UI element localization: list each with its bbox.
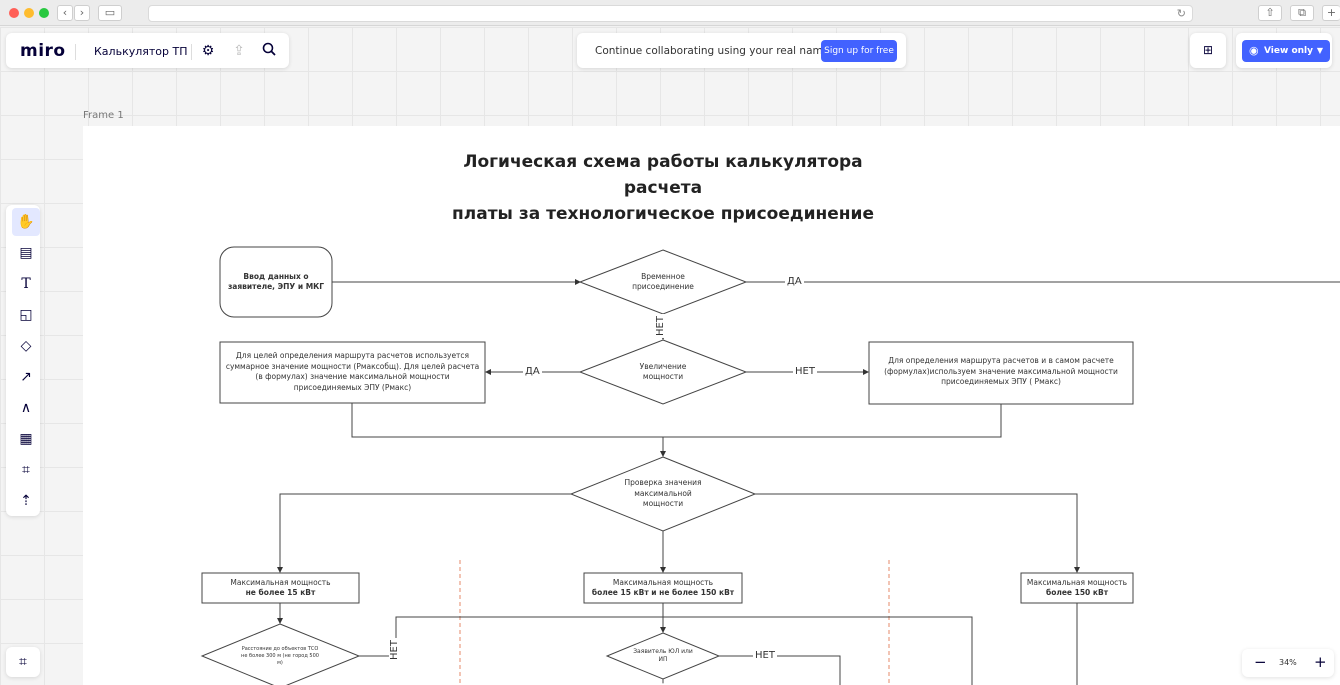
box-15-text: Максимальная мощность не более 15 кВт <box>204 575 357 601</box>
left-box-text: Для целей определения маршрута расчетов … <box>225 351 480 392</box>
sidebar-toggle-button[interactable]: ▭ <box>98 5 122 21</box>
tabs-button[interactable]: ⧉ <box>1290 5 1314 21</box>
flowchart <box>200 246 1340 685</box>
box-150-line-1: Максимальная мощность <box>612 577 714 587</box>
forward-button[interactable]: › <box>74 5 90 21</box>
divider <box>75 44 76 60</box>
board-canvas[interactable]: Frame 1 Логическая схема работы калькуля… <box>0 27 1340 685</box>
label-no-applicant: НЕТ <box>753 650 777 662</box>
maximize-window-button[interactable] <box>39 8 49 18</box>
right-header: ⊞ ◉ View only ▼ <box>1190 33 1332 68</box>
box-15-line-2: не более 15 кВт <box>245 588 316 597</box>
check-diamond-text: Проверка значения максимальной мощности <box>624 478 702 509</box>
frame-label[interactable]: Frame 1 <box>83 110 124 121</box>
box-over-150-line-1: Максимальная мощность <box>1026 577 1128 587</box>
frame-icon[interactable]: ⌗ <box>22 462 30 478</box>
search-icon[interactable] <box>260 42 278 60</box>
close-window-button[interactable] <box>9 8 19 18</box>
title-line-2: платы за технологическое присоединение <box>452 204 874 224</box>
upload-icon[interactable]: ⇡ <box>20 493 32 509</box>
label-yes-temp: ДА <box>785 276 804 288</box>
box-15-line-1: Максимальная мощность <box>230 577 331 587</box>
left-toolbar: ✋ ▤ T ◱ ◇ ↗ ∧ ▦ ⌗ ⇡ <box>6 205 40 516</box>
divider <box>191 44 192 60</box>
frame[interactable]: Логическая схема работы калькулятора рас… <box>83 126 1340 685</box>
minimize-window-button[interactable] <box>24 8 34 18</box>
board-header: miro Калькулятор ТП ⚙ ⇪ <box>6 33 289 68</box>
label-no-temp: НЕТ <box>654 314 667 338</box>
label-yes-increase: ДА <box>523 366 542 378</box>
box-over-150-line-2: более 150 кВт <box>1045 588 1109 597</box>
label-no-distance: НЕТ <box>388 638 401 662</box>
upload-icon[interactable]: ⇪ <box>233 43 245 59</box>
miro-logo[interactable]: miro <box>20 41 66 61</box>
zoom-out-button[interactable]: − <box>1254 653 1267 671</box>
board-title[interactable]: Калькулятор ТП <box>94 45 188 58</box>
frames-panel-button[interactable]: ⌗ <box>6 647 40 677</box>
input-box-text: Ввод данных о заявителе, ЭПУ и МКГ <box>227 271 325 292</box>
sticky-note-icon[interactable]: ◱ <box>19 307 33 323</box>
diagram-title: Логическая схема работы калькулятора рас… <box>433 149 893 227</box>
template-icon[interactable]: ▦ <box>19 431 33 447</box>
frame-list-icon: ⌗ <box>19 654 27 670</box>
collab-banner: Continue collaborating using your real n… <box>577 33 906 68</box>
box-150-text: Максимальная мощность более 15 кВт и не … <box>586 575 740 601</box>
box-150-line-2: более 15 кВт и не более 150 кВт <box>591 588 735 597</box>
gear-icon[interactable]: ⚙ <box>201 43 215 59</box>
distance-diamond <box>200 623 361 685</box>
apps-button[interactable]: ⊞ <box>1190 33 1226 68</box>
zoom-control: − 34% + <box>1242 649 1334 677</box>
sign-up-button[interactable]: Sign up for free <box>821 40 897 62</box>
share-button[interactable]: ⇧ <box>1258 5 1282 21</box>
increase-diamond <box>578 339 748 405</box>
address-bar[interactable]: ↻ <box>148 5 1193 22</box>
zoom-in-button[interactable]: + <box>1314 653 1327 671</box>
title-line-1: Логическая схема работы калькулятора рас… <box>463 152 863 198</box>
temp-diamond-text: Временное присоединение <box>632 271 694 292</box>
reload-icon[interactable]: ↻ <box>1176 7 1186 20</box>
increase-diamond-text: Увеличение мощности <box>639 361 687 382</box>
shapes-icon[interactable]: ◇ <box>20 338 32 354</box>
box-over-150-text: Максимальная мощность более 150 кВт <box>1021 575 1133 601</box>
chevron-down-icon: ▼ <box>1316 46 1323 55</box>
label-no-increase: НЕТ <box>793 366 817 378</box>
hand-icon[interactable]: ✋ <box>12 208 40 236</box>
text-icon[interactable]: T <box>21 276 31 292</box>
view-only-label: View only <box>1264 46 1313 56</box>
right-box-text: Для определения маршрута расчетов и в са… <box>884 356 1118 387</box>
collab-banner-text: Continue collaborating using your real n… <box>595 45 833 57</box>
apps-icon: ⊞ <box>1202 43 1214 57</box>
distance-diamond-text: Расстояние до объектов ТСО не более 300 … <box>241 645 319 666</box>
browser-toolbar: ‹ › ▭ ↻ ⇧ ⧉ + <box>0 0 1340 26</box>
pen-icon[interactable]: ∧ <box>20 400 32 416</box>
applicant-diamond-text: Заявитель ЮЛ или ИП <box>633 648 693 663</box>
new-tab-button[interactable]: + <box>1322 5 1340 21</box>
back-button[interactable]: ‹ <box>57 5 73 21</box>
view-only-button[interactable]: ◉ View only ▼ <box>1242 40 1330 62</box>
arrow-icon[interactable]: ↗ <box>20 369 32 385</box>
eye-icon: ◉ <box>1249 44 1259 57</box>
comment-icon[interactable]: ▤ <box>19 245 33 261</box>
zoom-level[interactable]: 34% <box>1279 658 1297 667</box>
